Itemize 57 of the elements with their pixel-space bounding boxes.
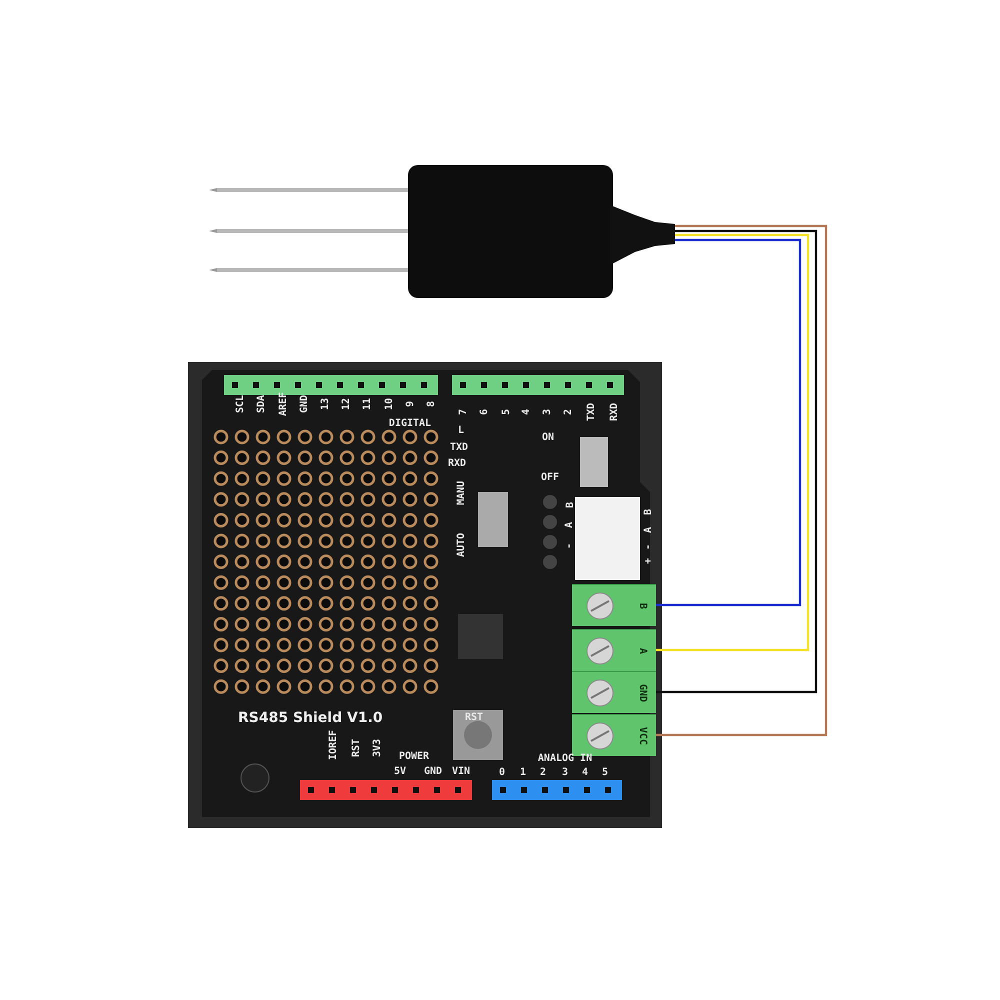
wire	[656, 238, 802, 606]
terminal-label: A	[637, 648, 647, 654]
silkscreen-label: 3V3	[373, 738, 383, 758]
silkscreen-label: B	[566, 502, 576, 508]
silkscreen-label: 4	[582, 768, 588, 778]
silkscreen-label: POWER	[398, 752, 430, 762]
silkscreen-label: 4	[522, 408, 532, 416]
silkscreen-label: IOREF	[329, 730, 339, 760]
silkscreen-label: 11	[363, 398, 373, 410]
silkscreen-label: L	[458, 426, 464, 436]
silkscreen-label: 12	[342, 398, 352, 410]
silkscreen-label: VIN	[452, 767, 470, 777]
terminal-label: VCC	[637, 726, 647, 746]
terminal-label: B	[637, 602, 647, 610]
silkscreen-label: -	[644, 544, 654, 550]
silkscreen-label: 8	[427, 400, 437, 408]
board-title: RS485 Shield V1.0	[238, 710, 383, 726]
silkscreen-label: 2	[540, 768, 546, 778]
silkscreen-label: 0	[498, 768, 506, 778]
silkscreen-label: SDA	[257, 394, 267, 414]
terminal-label: GND	[637, 684, 647, 702]
silkscreen-label: RST	[464, 713, 484, 723]
silkscreen-label: 6	[480, 408, 490, 416]
silkscreen-label: MANU	[457, 480, 467, 506]
silkscreen-label: AUTO	[457, 532, 467, 558]
silkscreen-label: RST	[352, 738, 362, 758]
silkscreen-label: TXD	[587, 402, 597, 422]
silkscreen-label: A	[644, 526, 654, 534]
silkscreen-label: 2	[564, 408, 574, 416]
silkscreen-label: A	[565, 522, 575, 528]
silkscreen-label: 10	[385, 398, 395, 410]
silkscreen-label: 3	[562, 768, 568, 778]
silkscreen-label: ON	[542, 433, 554, 443]
silkscreen-label: AREF	[279, 392, 289, 416]
silkscreen-label: 5	[502, 408, 512, 416]
silkscreen-label: SCL	[236, 394, 246, 414]
screw-terminal	[572, 629, 656, 671]
silkscreen-label: 1	[520, 768, 526, 778]
silkscreen-label: OFF	[540, 473, 560, 483]
silkscreen-label: 5V	[394, 767, 406, 777]
silkscreen-label: +	[644, 558, 654, 564]
silkscreen-label: -	[565, 542, 575, 550]
silkscreen-label: RXD	[448, 459, 466, 469]
silkscreen-label: GND	[424, 767, 442, 777]
silkscreen-label: TXD	[450, 443, 468, 453]
silkscreen-label: B	[644, 508, 654, 516]
silkscreen-label: ANALOG IN	[538, 754, 592, 764]
silkscreen-label: DIGITAL	[388, 419, 432, 429]
silkscreen-label: RXD	[610, 402, 620, 422]
silkscreen-label: 9	[406, 400, 416, 408]
screw-terminal	[572, 671, 656, 713]
silkscreen-label: 3	[543, 408, 553, 416]
silkscreen-label: 7	[459, 408, 469, 416]
silkscreen-label: 5	[602, 768, 608, 778]
silkscreen-label: 13	[321, 398, 331, 410]
screw-terminal	[572, 584, 656, 626]
silkscreen-label: GND	[300, 394, 310, 414]
